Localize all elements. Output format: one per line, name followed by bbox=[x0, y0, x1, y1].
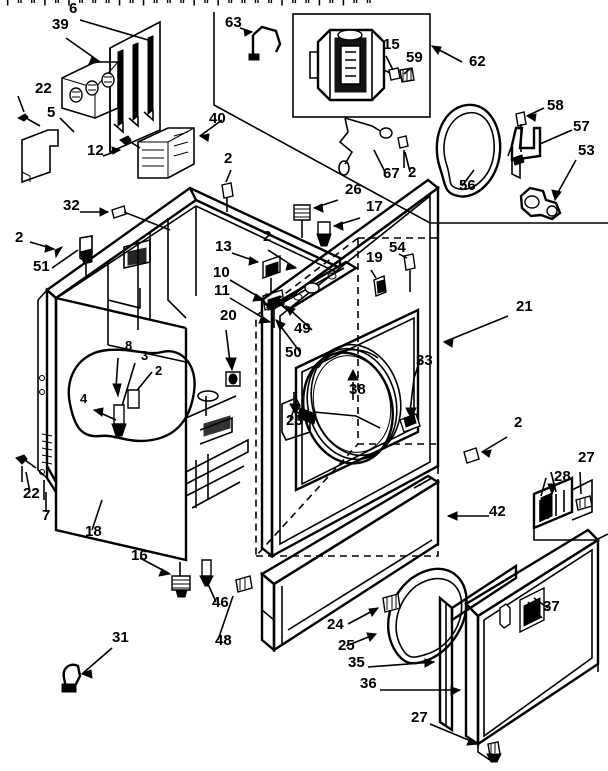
callout-37: 37 bbox=[543, 598, 560, 615]
callout-21: 21 bbox=[516, 298, 533, 315]
callout-56: 56 bbox=[459, 177, 476, 194]
callout-32: 32 bbox=[63, 197, 80, 214]
callout-62: 62 bbox=[469, 53, 486, 70]
callout-26: 26 bbox=[345, 181, 362, 198]
clipped-header-text: | ‖ ‖ | ‖ | ‖ ‖ ‖ | ‖ | ‖ ‖ ‖ | ‖ | ‖ ‖ … bbox=[6, 0, 608, 6]
callout-33: 33 bbox=[416, 352, 433, 369]
callout-13: 13 bbox=[215, 238, 232, 255]
callout-51: 51 bbox=[33, 258, 50, 275]
callout-12: 12 bbox=[87, 142, 104, 159]
callout-22-lower: 22 bbox=[23, 485, 40, 502]
callout-2-hinge: 2 bbox=[263, 228, 271, 245]
callout-3: 3 bbox=[141, 348, 148, 363]
callout-2-blob: 2 bbox=[155, 363, 162, 378]
callout-58: 58 bbox=[547, 97, 564, 114]
callout-2-panel: 2 bbox=[514, 414, 522, 431]
group-terminal-panel bbox=[16, 20, 195, 184]
leader-lines bbox=[25, 19, 577, 679]
group-front-panel bbox=[255, 178, 509, 559]
callout-23: 23 bbox=[286, 412, 303, 429]
callout-18: 18 bbox=[85, 523, 102, 540]
callout-57: 57 bbox=[573, 118, 590, 135]
callout-31: 31 bbox=[112, 629, 129, 646]
callout-7: 7 bbox=[42, 507, 50, 524]
callout-2-harness: 2 bbox=[408, 164, 416, 181]
callout-39: 39 bbox=[52, 16, 69, 33]
callout-54: 54 bbox=[389, 239, 406, 256]
callout-6: 6 bbox=[69, 0, 77, 17]
callout-17: 17 bbox=[366, 198, 383, 215]
callout-10: 10 bbox=[213, 264, 230, 281]
callout-50: 50 bbox=[285, 344, 302, 361]
clipped-header-row: | ‖ ‖ | ‖ | ‖ ‖ ‖ | ‖ | ‖ ‖ ‖ | ‖ | ‖ ‖ … bbox=[0, 0, 608, 11]
callout-36: 36 bbox=[360, 675, 377, 692]
callout-40: 40 bbox=[209, 110, 226, 127]
callout-48: 48 bbox=[215, 632, 232, 649]
callout-67: 67 bbox=[383, 165, 400, 182]
callout-5: 5 bbox=[47, 104, 55, 121]
callout-24: 24 bbox=[327, 616, 344, 633]
callout-27-upper: 27 bbox=[578, 449, 595, 466]
callout-19: 19 bbox=[366, 249, 383, 266]
callout-20: 20 bbox=[220, 307, 237, 324]
callout-49: 49 bbox=[294, 320, 311, 337]
callout-63: 63 bbox=[225, 14, 242, 31]
callout-28: 28 bbox=[554, 468, 571, 485]
callout-11: 11 bbox=[214, 282, 230, 299]
callout-53: 53 bbox=[578, 142, 595, 159]
callout-15: 15 bbox=[383, 36, 400, 53]
callout-42: 42 bbox=[489, 503, 506, 520]
callout-8: 8 bbox=[125, 338, 132, 353]
group-door-assembly bbox=[259, 471, 608, 763]
callout-2-topdeck: 2 bbox=[224, 150, 232, 167]
callout-2-left: 2 bbox=[15, 229, 23, 246]
callout-46: 46 bbox=[212, 594, 229, 611]
callout-27-lower: 27 bbox=[411, 709, 428, 726]
callout-59: 59 bbox=[406, 49, 423, 66]
callout-4: 4 bbox=[80, 391, 88, 406]
callout-35: 35 bbox=[348, 654, 365, 671]
group-cabinet bbox=[15, 186, 342, 693]
callout-22-upper: 22 bbox=[35, 80, 52, 97]
callout-labels: 39 6 22 5 12 40 63 15 59 62 58 57 53 56 … bbox=[15, 0, 595, 726]
